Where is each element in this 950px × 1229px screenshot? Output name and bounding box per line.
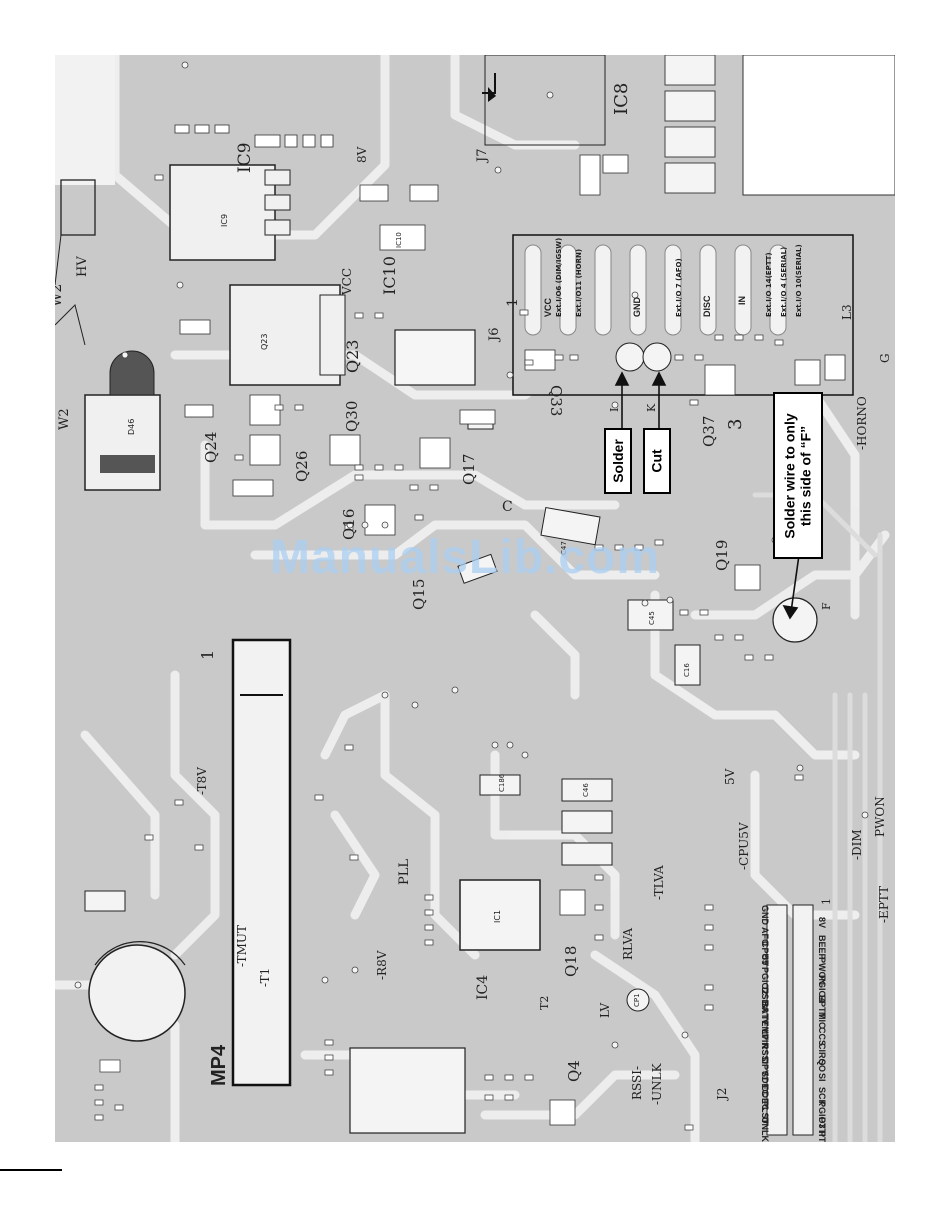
cpu-pin-so: SO [817,1059,827,1073]
c16-label: C16 [683,663,691,677]
cpu-pin-beep: BEEP [817,935,827,960]
connector-pin1-label: 1 [505,298,521,307]
ic10-label: IC10 [380,256,399,295]
q37-label: Q37 [700,415,718,447]
l3-label: L3 [840,304,854,320]
pwon-label: PWON [873,796,887,837]
j7-label: J7 [475,148,490,162]
conn-pin-vcc: VCC [543,297,553,317]
pcb-traces [55,55,895,1142]
t2-label: T2 [538,995,551,1010]
q24-label: Q24 [202,431,220,463]
cp1-label: CP1 [633,993,641,1007]
f-mark-label: F [820,602,833,610]
g-label: G [878,353,892,363]
r8v-label: -R8V [375,950,389,980]
cpu5v-label: -CPU5V [737,822,751,870]
pll-label: PLL [397,858,412,885]
ic1-label: IC1 [493,909,502,923]
pcb-layout-diagram: IC9 IC9 8V IC10 IC10 VCC Q23 Q23 Q24 Q26… [55,55,895,1142]
j2-label: J2 [715,1087,729,1100]
cpu-pin-8v: 8V [817,917,827,929]
k-mark-label: K [645,403,658,412]
conn-note-io11: Ext.I/O11 (HORN) [575,248,583,317]
c45-label: C45 [648,611,656,625]
j6-label: J6 [487,327,502,341]
i-mark-label: I [608,407,621,412]
ic10-body-label: IC10 [395,232,403,248]
cpu-pin-gnd: GND [760,905,770,925]
t1-label: -T1 [258,967,272,987]
c186-label: C186 [498,773,506,792]
conn-pin-disc: DISC [702,295,712,317]
c46-label: C46 [582,783,590,797]
lv-label: LV [598,1002,612,1018]
cut-callout-text: Cut [648,449,665,473]
q17-label: Q17 [460,453,478,485]
w2-top-label: W2 [55,283,65,307]
w2-left-label: W2 [57,408,72,430]
dim-label: -DIM [850,829,864,860]
solder-callout-text: Solder [610,439,627,483]
d46-label: D46 [127,418,136,435]
q18-label: Q18 [562,945,580,977]
unlk-label: -UNLK [650,1063,664,1105]
hv-label: HV [75,256,90,277]
rssi-label: RSSI- [630,1065,644,1100]
tlva-label: -TLVA [652,865,666,900]
q23-body-label: Q23 [260,333,269,350]
cpu-pin-ptto: PTTO [817,1131,827,1142]
q23-label: Q23 [343,339,362,373]
conn-pin-in: IN [737,296,747,305]
c-mark-label: C [502,499,513,515]
solder-callout: Solder [604,428,632,494]
q19-label: Q19 [713,539,731,571]
q33-label: Q33 [547,385,565,417]
watermark: ManualsLib.com [270,531,661,584]
mp4-label: MP4 [208,1044,230,1086]
eptt-label: -EPTT [877,885,891,923]
cpu-pin-si: SI [817,1073,827,1082]
t8v-label: -T8V [195,767,209,795]
q30-label: Q30 [343,400,361,432]
q26-label: Q26 [293,450,311,482]
conn-note-io6: Ext.I/O6 (DIM/IGSW) [555,237,563,317]
cpu-pin-unlk: UNLK [760,1117,770,1142]
solder-wire-line2: this side of “F” [798,425,814,526]
solder-wire-callout: Solder wire to only this side of “F” [773,392,823,559]
cut-callout: Cut [643,428,671,494]
conn-note-io4: Ext.I/O 4 (SERIAL) [780,246,788,317]
mp4-pin1-label: 1 [198,649,217,660]
ic9-label: IC9 [235,142,255,173]
footer-rule [0,1169,62,1171]
rlva-label: RLVA [621,927,635,960]
horno-label: -HORNO [855,396,869,450]
ic8-label: IC8 [611,82,632,115]
vcc-label: VCC [340,267,354,295]
cpu-pin-5v: 5V [760,955,770,967]
q4-label: Q4 [565,1060,583,1082]
conn-note-io10: Ext.I/O 10(SERIAL) [795,244,803,317]
solder-wire-line1: Solder wire to only [782,412,798,539]
solder-wire-callout-text: Solder wire to only this side of “F” [782,413,814,538]
cpu-pin1-label: 1 [820,898,833,905]
ic9-body-label: IC9 [220,213,229,227]
tmut-label: -TMUT [235,924,249,967]
8v-label: 8V [355,146,369,163]
three-label: 3 [725,418,746,430]
conn-note-io14: Ext.I/O 14(EPTT) [765,252,773,317]
ic4-label: IC4 [475,974,491,1000]
conn-note-io7: Ext.I/O 7 (AFO) [675,258,683,317]
conn-pin-gnd: GND [632,297,642,317]
5v-label: 5V [723,768,737,785]
